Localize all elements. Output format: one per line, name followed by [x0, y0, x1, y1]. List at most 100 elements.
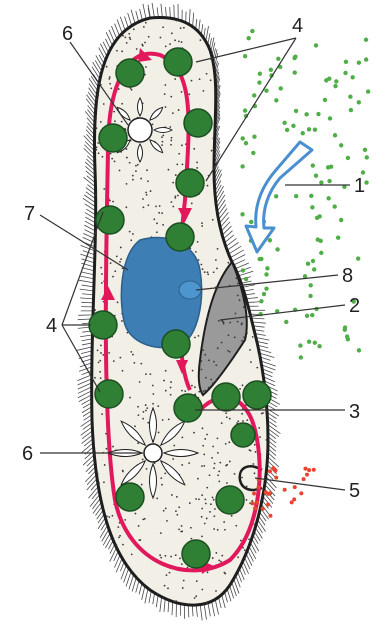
food-particle	[298, 343, 302, 347]
granule	[99, 371, 101, 373]
granule	[227, 262, 229, 264]
granule	[142, 459, 144, 461]
granule	[121, 320, 123, 322]
granule	[172, 112, 174, 114]
granule	[187, 567, 189, 569]
cilium	[168, 600, 169, 612]
cilium	[85, 471, 96, 482]
granule	[140, 178, 142, 180]
granule	[95, 194, 97, 196]
cilium	[92, 498, 100, 509]
granule	[156, 231, 158, 233]
granule	[170, 387, 172, 389]
granule	[265, 439, 267, 441]
food-particle	[349, 108, 353, 112]
cilium	[142, 586, 145, 600]
granule	[181, 390, 183, 392]
granule	[143, 26, 145, 28]
food-particle	[274, 98, 278, 102]
granule	[119, 535, 121, 537]
cilium	[218, 209, 227, 220]
granule	[168, 169, 170, 171]
granule	[255, 451, 257, 453]
granule	[239, 388, 241, 390]
granule	[119, 357, 121, 359]
granule	[210, 379, 212, 381]
granule	[102, 354, 104, 356]
granule	[180, 27, 182, 29]
food-particle	[246, 36, 250, 40]
food-particle	[310, 313, 314, 317]
granule	[112, 201, 114, 203]
granule	[170, 381, 172, 383]
food-particle	[332, 204, 336, 208]
cilium	[215, 599, 218, 614]
granule	[198, 335, 200, 337]
food-particle	[324, 78, 328, 82]
granule	[99, 360, 101, 362]
food-particle	[250, 29, 254, 33]
granule	[193, 148, 195, 150]
food-particle	[319, 251, 323, 255]
granule	[214, 463, 216, 465]
granule	[229, 418, 231, 420]
granule	[223, 572, 225, 574]
granule	[207, 185, 209, 187]
granule	[170, 96, 172, 98]
cilium	[235, 263, 248, 269]
granule	[241, 413, 243, 415]
cilium	[222, 595, 226, 608]
granule	[146, 169, 148, 171]
food-particle	[285, 128, 289, 132]
granule	[146, 194, 148, 196]
granule	[179, 557, 181, 559]
granule	[112, 276, 114, 278]
food-particle	[264, 272, 268, 276]
food-particle	[259, 299, 263, 303]
granule	[142, 45, 144, 47]
granule	[111, 158, 113, 160]
granule	[152, 403, 154, 405]
granule	[181, 563, 183, 565]
granule	[135, 165, 137, 167]
granule	[112, 446, 114, 448]
granule	[235, 313, 237, 315]
cilium	[82, 294, 93, 295]
granule	[135, 513, 137, 515]
cilium	[252, 539, 259, 552]
granule	[204, 354, 206, 356]
cilium	[136, 11, 139, 22]
food-particle	[310, 205, 314, 209]
granule	[139, 381, 141, 383]
cilium	[257, 520, 265, 532]
granule	[200, 360, 202, 362]
waste-particle	[274, 476, 278, 480]
granule	[172, 458, 174, 460]
waste-particle	[266, 492, 270, 496]
granule	[150, 190, 152, 192]
cilium	[230, 586, 234, 599]
granule	[196, 580, 198, 582]
waste-particle	[253, 506, 257, 510]
granule	[171, 32, 173, 34]
granule	[184, 390, 186, 392]
cilium	[81, 259, 94, 263]
granule	[122, 35, 124, 37]
vacuole	[182, 540, 210, 568]
cilium	[79, 395, 92, 402]
granule	[147, 180, 149, 182]
granule	[173, 445, 175, 447]
granule	[201, 222, 203, 224]
granule	[182, 164, 184, 166]
granule	[162, 134, 164, 136]
granule	[183, 27, 185, 29]
granule	[153, 218, 155, 220]
granule	[130, 351, 132, 353]
granule	[175, 554, 177, 556]
granule	[110, 87, 112, 89]
granule	[103, 481, 105, 483]
label-food-vacuole-forming: 3	[349, 401, 360, 423]
food-particle	[326, 196, 330, 200]
granule	[213, 271, 215, 273]
granule	[126, 157, 128, 159]
